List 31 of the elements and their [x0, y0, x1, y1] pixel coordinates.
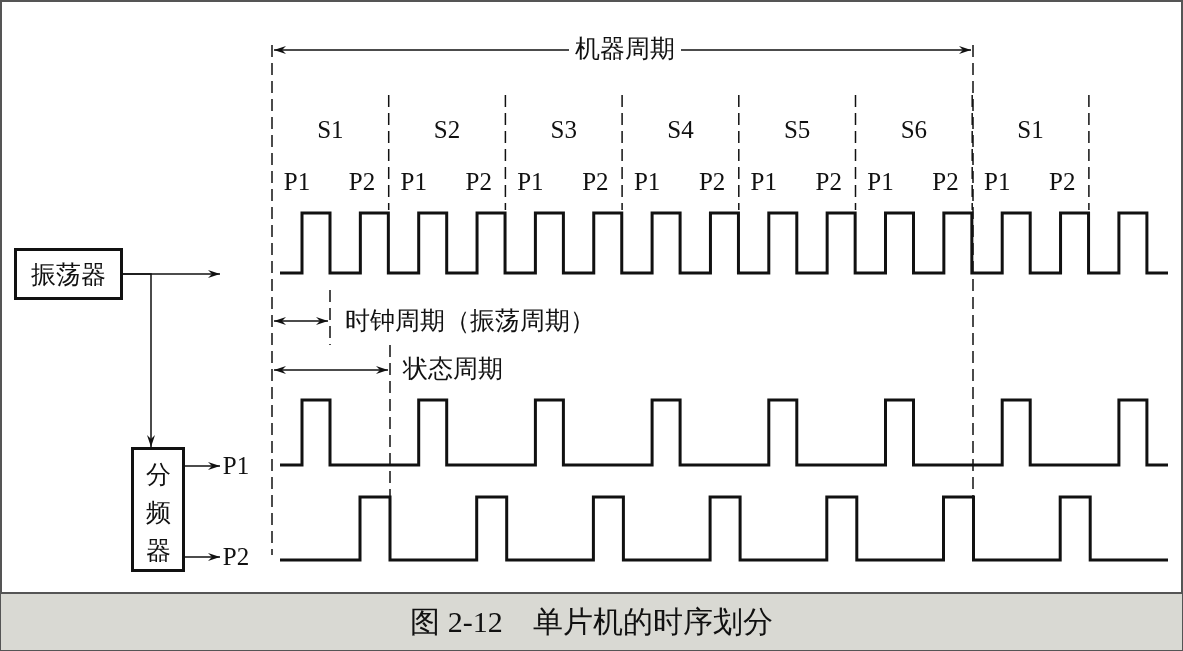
- phase-label: P2: [582, 168, 609, 196]
- phase-label: P1: [750, 168, 777, 196]
- signal-label: P1: [220, 452, 252, 480]
- state-label: S5: [783, 116, 811, 144]
- signal-label: P2: [220, 543, 252, 571]
- oscillator-box: 振荡器: [14, 248, 123, 300]
- dimension-label: 时钟周期（振荡周期）: [345, 307, 595, 335]
- arrow: [184, 462, 221, 470]
- state-label: S4: [667, 116, 694, 144]
- state-label: S6: [900, 116, 928, 144]
- phase-label: P1: [517, 168, 544, 196]
- dimension-label: 状态周期: [403, 355, 503, 383]
- phase-label: P2: [815, 168, 842, 196]
- state-label: S1: [317, 116, 344, 144]
- phase-label: P1: [400, 168, 427, 196]
- phase-label: P1: [867, 168, 894, 196]
- figure-caption: 图 2-12 单片机的时序划分: [410, 603, 773, 640]
- phase-label: P2: [698, 168, 726, 196]
- state-label: S3: [550, 116, 577, 144]
- phase-label: P2: [465, 168, 492, 196]
- arrow: [184, 553, 221, 561]
- arrow: [122, 273, 155, 448]
- state-label: S2: [433, 116, 461, 144]
- phase-label: P2: [348, 168, 376, 196]
- phase-label: P2: [932, 168, 959, 196]
- phase-label: P1: [633, 168, 661, 196]
- state-label: S1: [1017, 116, 1044, 144]
- dimension-label: 机器周期: [569, 35, 681, 63]
- phase-label: P1: [984, 168, 1011, 196]
- phase-label: P2: [1049, 168, 1076, 196]
- phase-label: P1: [283, 168, 311, 196]
